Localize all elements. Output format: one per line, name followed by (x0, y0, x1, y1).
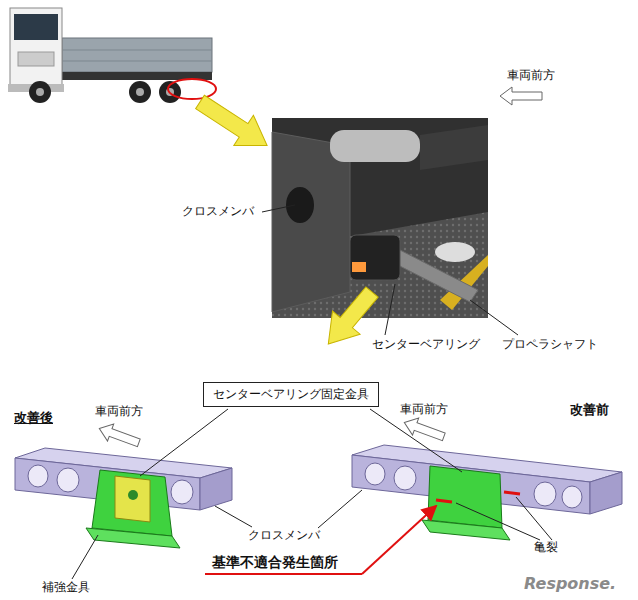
beam-hole (562, 486, 582, 508)
beam-hole (394, 466, 416, 490)
part-label: 補強金具 (40, 580, 92, 594)
section-heading: 改善後 (12, 410, 55, 426)
wheel (29, 81, 51, 103)
truck-picture (8, 8, 216, 103)
leader-line (370, 409, 462, 472)
part-label: クロスメンバ (180, 204, 256, 218)
red-underline (205, 573, 362, 575)
callout-label: 基準不適合発生箇所 (210, 554, 340, 571)
bed-rail (62, 50, 212, 51)
leader-line (262, 205, 295, 212)
beam-end (590, 472, 622, 514)
crack-mark (504, 492, 520, 494)
truck-cab (10, 8, 62, 88)
direction-arrow (96, 420, 142, 451)
beam-hole (534, 482, 556, 506)
callout-box: センターベアリング固定金具 (203, 382, 379, 407)
zoom-arrow (190, 87, 277, 161)
direction-arrow (500, 87, 542, 105)
beam-hole (365, 463, 385, 485)
cross-member-after (15, 448, 232, 548)
leader-line (215, 506, 252, 527)
part-label: クロスメンバ (246, 528, 322, 542)
wheel-hub (36, 88, 44, 96)
member-hole (286, 187, 314, 223)
direction-label: 車両前方 (398, 402, 450, 416)
beam-hole (171, 480, 193, 504)
part-label: センターベアリング (370, 337, 482, 351)
leader-line (470, 300, 518, 335)
tank (330, 130, 420, 162)
bearing-highlight (352, 262, 366, 272)
bearing-bracket (92, 470, 172, 536)
leader-line (318, 490, 362, 528)
part (435, 242, 475, 262)
bed-rail (62, 61, 212, 62)
frame-rail (420, 125, 488, 170)
red-pointer (362, 506, 436, 574)
leader-line (516, 497, 552, 540)
direction-label: 車両前方 (505, 68, 557, 82)
truck-bed (62, 38, 212, 72)
truck-windshield (14, 14, 58, 40)
propeller-shaft (392, 250, 478, 302)
bracket-flange (422, 520, 510, 540)
photo-frame (272, 118, 488, 318)
beam-hole (57, 468, 79, 492)
reinforcement-plate (115, 476, 150, 522)
direction-label: 車両前方 (93, 404, 145, 418)
part-label: プロペラシャフト (500, 337, 600, 351)
truck-grille (18, 52, 54, 66)
direction-arrow (401, 414, 447, 445)
highlight-ellipse (168, 79, 216, 99)
chassis-photo (272, 118, 488, 318)
beam-end (200, 468, 232, 510)
beam-hole (28, 465, 48, 487)
leader-line (456, 503, 540, 540)
bolt-hole (128, 490, 138, 500)
leader-line (385, 284, 395, 335)
wheel-hub (136, 88, 144, 96)
leader-line (72, 535, 98, 579)
leader-lines (72, 205, 552, 579)
part-label: 亀裂 (532, 540, 560, 554)
center-bearing (350, 235, 400, 280)
leader-line (140, 409, 228, 476)
cross-member-before (352, 445, 622, 540)
crack-mark (436, 500, 452, 502)
wheel (129, 81, 151, 103)
bracket-flange (86, 528, 180, 548)
callout-text: センターベアリング固定金具 (213, 387, 369, 401)
section-heading: 改善前 (568, 402, 611, 418)
watermark: Response. (522, 574, 618, 593)
